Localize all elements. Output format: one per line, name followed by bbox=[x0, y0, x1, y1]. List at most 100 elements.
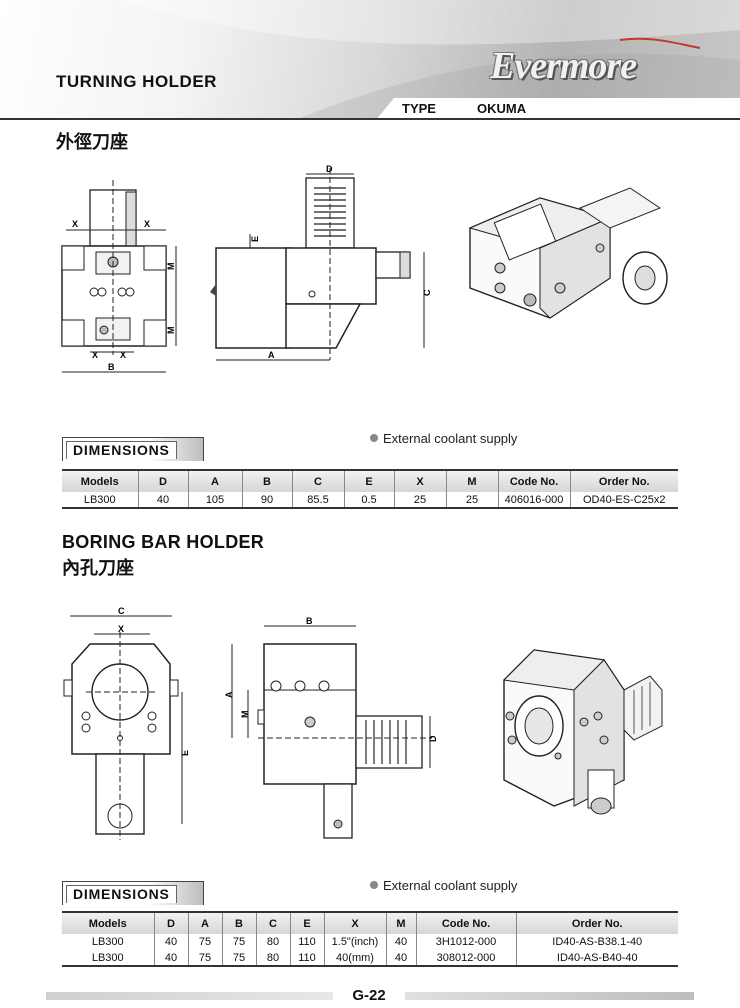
turning-side-view: D E A C bbox=[210, 164, 432, 361]
table-cell: 105 bbox=[187, 492, 242, 509]
label-b: B bbox=[108, 362, 115, 372]
label-e: E bbox=[250, 236, 260, 242]
table-cell: ID40-AS-B38.1-40 bbox=[515, 934, 678, 950]
label-m: M bbox=[240, 711, 250, 719]
page-title: TURNING HOLDER bbox=[56, 72, 217, 91]
coolant-text: External coolant supply bbox=[383, 431, 518, 446]
table-cell: 75 bbox=[187, 950, 222, 967]
boring-section-title: BORING BAR HOLDER bbox=[62, 532, 265, 552]
table-header: E bbox=[343, 469, 394, 492]
turning-cn-title: 外徑刀座 bbox=[56, 132, 128, 153]
table-cell: 3H1012-000 bbox=[415, 934, 516, 950]
table-cell: 40 bbox=[153, 934, 188, 950]
table-cell: LB300 bbox=[62, 950, 154, 967]
dimensions-label: DIMENSIONS bbox=[66, 885, 177, 903]
table-header: Code No. bbox=[497, 469, 570, 492]
table-cell: 406016-000 bbox=[497, 492, 570, 509]
table-header: C bbox=[291, 469, 344, 492]
table-header-row: Models D A B C E X M Code No. Order No. bbox=[62, 469, 678, 492]
label-x: X bbox=[92, 350, 98, 360]
table-cell: 308012-000 bbox=[415, 950, 516, 967]
table-cell: 40(mm) bbox=[323, 950, 386, 967]
turning-coolant-note: External coolant supply bbox=[370, 431, 517, 446]
page-number: G-22 bbox=[333, 984, 405, 1008]
table-row: LB300 40 75 75 80 110 1.5"(inch) 40 3H10… bbox=[62, 934, 678, 950]
table-header: M bbox=[385, 911, 416, 934]
table-cell: LB300 bbox=[62, 492, 138, 509]
table-cell: 75 bbox=[187, 934, 222, 950]
table-header: B bbox=[241, 469, 292, 492]
label-c: C bbox=[118, 606, 125, 616]
turning-front-view: X X X X B M M bbox=[61, 180, 177, 373]
table-cell: 80 bbox=[255, 950, 290, 967]
boring-dimensions-table: Models D A B C E X M Code No. Order No. … bbox=[62, 911, 678, 967]
type-value: OKUMA bbox=[477, 101, 527, 116]
label-e: E bbox=[180, 750, 190, 756]
table-cell: 40 bbox=[385, 950, 416, 967]
table-header-row: Models D A B C E X M Code No. Order No. bbox=[62, 911, 678, 934]
table-row: LB300 40 105 90 85.5 0.5 25 25 406016-00… bbox=[62, 492, 678, 509]
table-header: M bbox=[445, 469, 498, 492]
turning-dimensions-tab: DIMENSIONS bbox=[62, 437, 204, 461]
brand-logo: Evermore bbox=[490, 45, 637, 87]
table-cell: 40 bbox=[153, 950, 188, 967]
label-b: B bbox=[306, 616, 313, 626]
table-header: Models bbox=[62, 469, 138, 492]
dimensions-label: DIMENSIONS bbox=[66, 441, 177, 459]
boring-coolant-note: External coolant supply bbox=[370, 878, 517, 893]
table-cell: 1.5"(inch) bbox=[323, 934, 386, 950]
label-m: M bbox=[166, 263, 176, 271]
table-header: Order No. bbox=[569, 469, 678, 492]
table-row: LB300 40 75 75 80 110 40(mm) 40 308012-0… bbox=[62, 950, 678, 967]
label-x: X bbox=[120, 350, 126, 360]
table-header: D bbox=[153, 911, 188, 934]
label-d: D bbox=[428, 735, 438, 742]
label-x: X bbox=[118, 624, 124, 634]
table-header: Order No. bbox=[515, 911, 678, 934]
boring-front-view: C X E bbox=[63, 606, 190, 840]
table-cell: 110 bbox=[289, 934, 324, 950]
boring-cn-title: 內孔刀座 bbox=[62, 558, 134, 579]
boring-isometric-view bbox=[502, 649, 663, 815]
table-cell: 25 bbox=[393, 492, 446, 509]
table-cell: 40 bbox=[385, 934, 416, 950]
table-cell: 40 bbox=[137, 492, 188, 509]
label-a: A bbox=[268, 350, 275, 360]
table-cell: 75 bbox=[221, 950, 256, 967]
table-cell: 80 bbox=[255, 934, 290, 950]
header-rule bbox=[0, 118, 740, 120]
table-header: Code No. bbox=[415, 911, 516, 934]
label-a: A bbox=[224, 691, 234, 698]
table-header: Models bbox=[62, 911, 154, 934]
type-label: TYPE bbox=[402, 101, 436, 116]
bullet-icon bbox=[370, 434, 378, 442]
table-cell: 25 bbox=[445, 492, 498, 509]
table-header: X bbox=[393, 469, 446, 492]
bullet-icon bbox=[370, 881, 378, 889]
table-cell: OD40-ES-C25x2 bbox=[569, 492, 678, 509]
table-header: A bbox=[187, 911, 222, 934]
boring-dimensions-tab: DIMENSIONS bbox=[62, 881, 204, 905]
table-header: D bbox=[137, 469, 188, 492]
table-cell: ID40-AS-B40-40 bbox=[515, 950, 678, 967]
label-x: X bbox=[72, 219, 78, 229]
label-m: M bbox=[166, 327, 176, 335]
table-cell: 85.5 bbox=[291, 492, 344, 509]
table-cell: LB300 bbox=[91, 936, 124, 948]
coolant-text: External coolant supply bbox=[383, 878, 518, 893]
table-cell: 110 bbox=[289, 950, 324, 967]
table-header: X bbox=[323, 911, 386, 934]
table-header: B bbox=[221, 911, 256, 934]
table-header: C bbox=[255, 911, 290, 934]
type-tab bbox=[376, 98, 740, 120]
turning-dimensions-table: Models D A B C E X M Code No. Order No. … bbox=[62, 469, 678, 509]
table-cell: 75 bbox=[221, 934, 256, 950]
label-c: C bbox=[422, 289, 432, 296]
table-header: A bbox=[187, 469, 242, 492]
table-cell: 90 bbox=[241, 492, 292, 509]
table-cell: 0.5 bbox=[343, 492, 394, 509]
label-x: X bbox=[144, 219, 150, 229]
turning-isometric-view bbox=[468, 187, 668, 319]
boring-side-view: B A M D bbox=[224, 616, 438, 839]
table-header: E bbox=[289, 911, 324, 934]
